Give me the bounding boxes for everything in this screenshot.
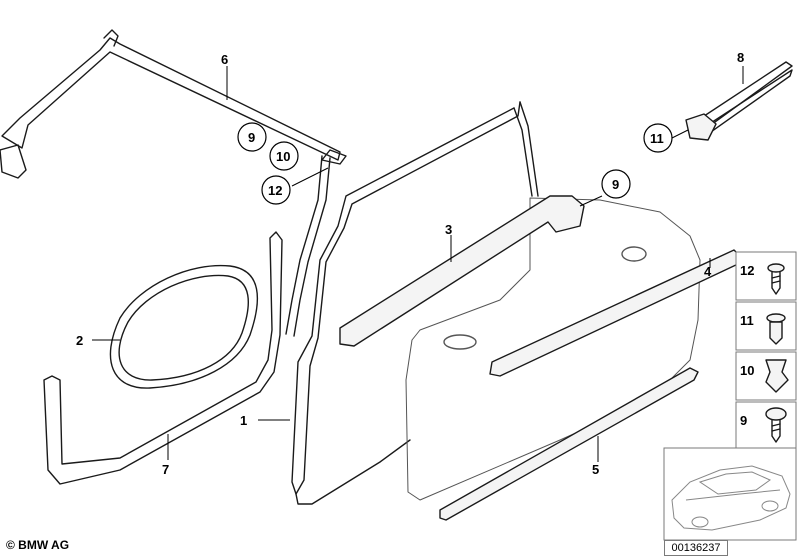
document-id: 00136237 xyxy=(664,540,728,556)
legend-11: 11 xyxy=(740,313,754,328)
screw-12-icon xyxy=(767,263,785,295)
fastener-legend: 12 11 10 9 xyxy=(735,251,797,451)
callout-8: 8 xyxy=(737,50,744,65)
legend-10: 10 xyxy=(740,363,754,378)
legend-box-11 xyxy=(735,301,797,351)
callout-labels: 6 2 7 1 3 4 5 8 xyxy=(76,50,744,477)
circle-12 xyxy=(261,175,291,205)
callout-1: 1 xyxy=(240,413,247,428)
callout-9a: 9 xyxy=(248,130,255,145)
part-7-lower-seal xyxy=(43,231,283,485)
leader-lines xyxy=(92,66,744,462)
circle-10 xyxy=(269,141,299,171)
legend-9: 9 xyxy=(740,413,747,428)
circled-callouts: 9 10 12 9 11 xyxy=(237,122,673,205)
thumbnail-frame xyxy=(663,447,797,541)
part-8-window-strip xyxy=(685,61,793,141)
screw-9-icon xyxy=(765,407,787,443)
clip-11-icon xyxy=(766,313,786,345)
callout-12: 12 xyxy=(268,183,282,198)
circle-9a xyxy=(237,122,267,152)
callout-10: 10 xyxy=(276,149,290,164)
callout-9b: 9 xyxy=(612,177,619,192)
part-3-belt-seal xyxy=(339,195,585,347)
door-panel xyxy=(405,197,701,501)
part-4-door-strip xyxy=(489,249,741,377)
callout-6: 6 xyxy=(221,52,228,67)
legend-12: 12 xyxy=(740,263,754,278)
vehicle-thumbnail xyxy=(663,447,797,541)
part-6-roof-seal xyxy=(0,29,347,179)
callout-3: 3 xyxy=(445,222,452,237)
callout-7: 7 xyxy=(162,462,169,477)
callout-5: 5 xyxy=(592,462,599,477)
part-2-window-seal xyxy=(109,264,259,389)
circle-9b xyxy=(601,169,631,199)
car-icon xyxy=(671,465,791,531)
copyright-text: © BMW AG xyxy=(6,538,70,552)
part-5-sill-strip xyxy=(439,367,699,521)
clip-10-icon xyxy=(765,359,789,393)
part-1-door-frame-seal xyxy=(285,101,539,505)
legend-box-9 xyxy=(735,401,797,451)
callout-11: 11 xyxy=(650,131,664,146)
circle-11 xyxy=(643,123,673,153)
legend-box-12 xyxy=(735,251,797,301)
callout-4: 4 xyxy=(704,264,712,279)
callout-2: 2 xyxy=(76,333,83,348)
